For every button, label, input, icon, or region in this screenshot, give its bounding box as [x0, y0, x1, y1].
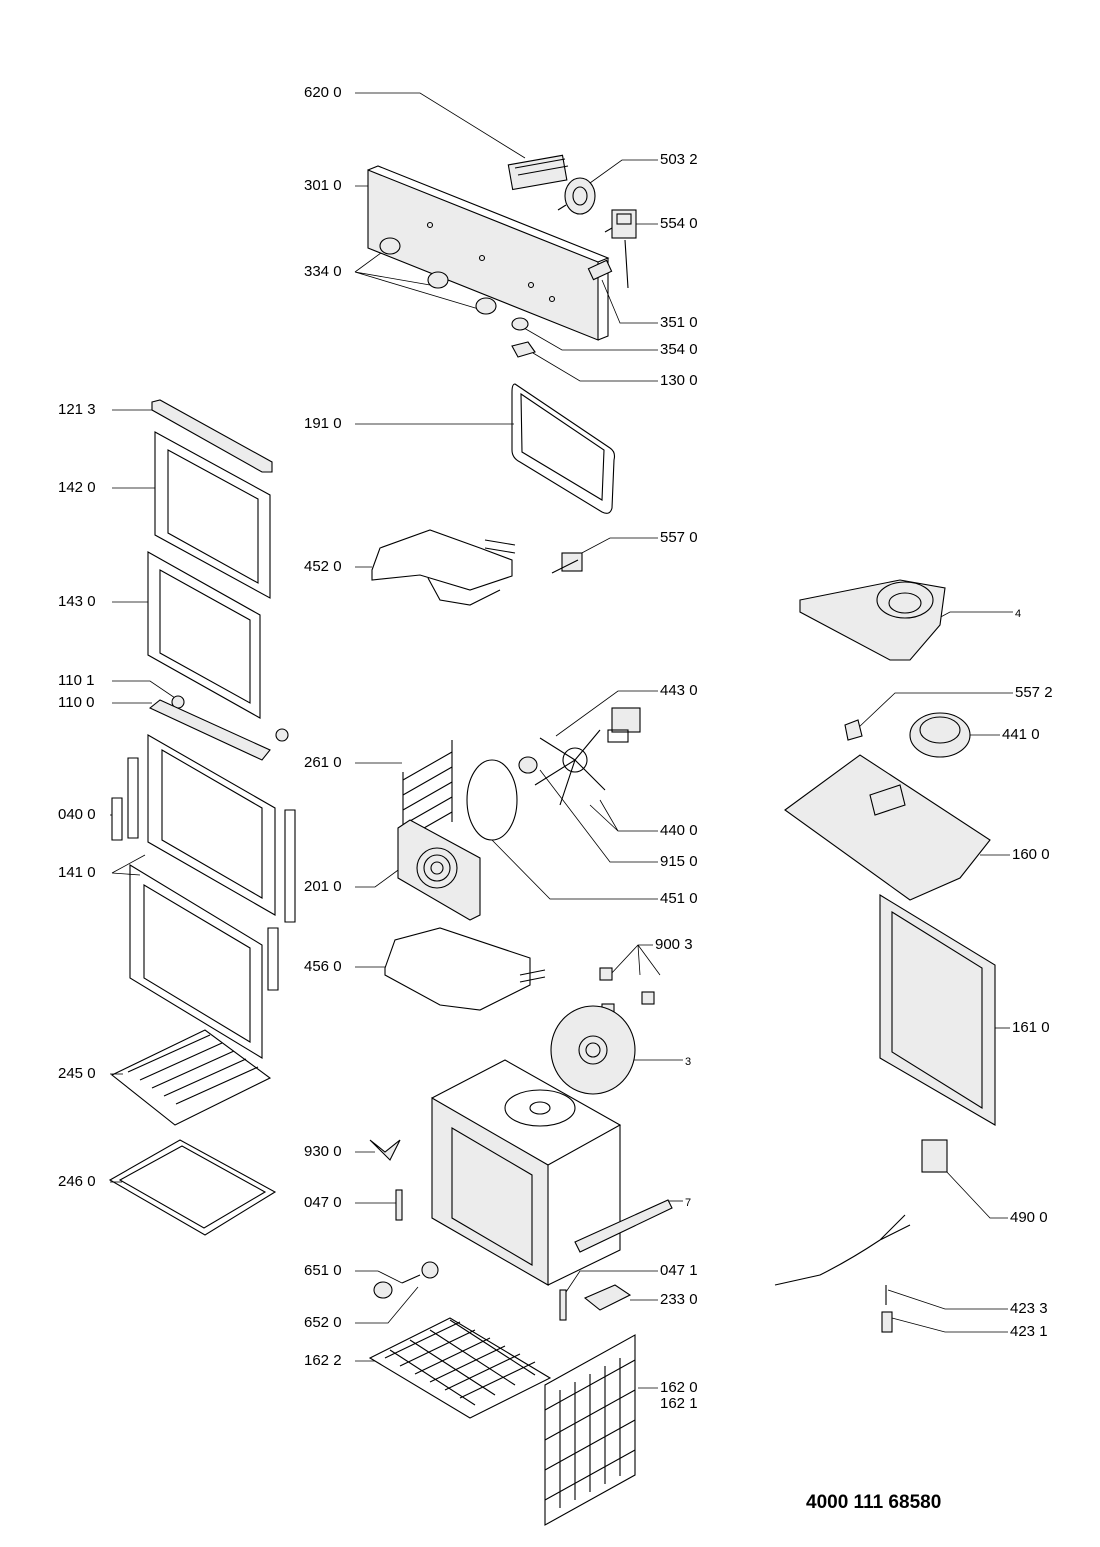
label-443-0: 443 0: [660, 682, 698, 699]
part-047-latch: [395, 1189, 403, 1221]
part-245-wire-shelf: [110, 1029, 272, 1126]
label-423-3: 423 3: [1010, 1300, 1048, 1317]
part-651-652-knob-parts: [373, 1261, 439, 1299]
part-142-inner-glass: [154, 431, 271, 599]
part-490-cable: [774, 1139, 948, 1286]
part-233-door-lock: [583, 1284, 632, 1311]
label-245-0: 245 0: [58, 1065, 96, 1082]
part-121-top-trim: [151, 399, 273, 473]
label-651-0: 651 0: [304, 1262, 342, 1279]
label-557-0: 557 0: [660, 529, 698, 546]
part-354-button: [511, 317, 529, 331]
label-930-0: 930 0: [304, 1143, 342, 1160]
label-351-0: 351 0: [660, 314, 698, 331]
label-143-0: 143 0: [58, 593, 96, 610]
label-456-0: 456 0: [304, 958, 342, 975]
part-503-motor: [557, 177, 596, 215]
part-301-control-panel: [367, 165, 610, 341]
part-4-fan-cover: [799, 579, 946, 661]
label-334-0: 334 0: [304, 263, 342, 280]
label-040-0: 040 0: [58, 806, 96, 823]
part-441-cooling-fan: [909, 712, 971, 758]
leader-lines: [110, 92, 1013, 1389]
part-161-rear-panel: [879, 894, 996, 1126]
label-503-2: 503 2: [660, 151, 698, 168]
label-354-0: 354 0: [660, 341, 698, 358]
label-440-0: 440 0: [660, 822, 698, 839]
label-160-0: 160 0: [1012, 846, 1050, 863]
part-557-2-lamp-socket: [844, 719, 863, 741]
part-452-grill-element: [371, 529, 516, 606]
label-554-0: 554 0: [660, 215, 698, 232]
part-162-2-rack: [368, 1317, 552, 1419]
label-557-2: 557 2: [1015, 684, 1053, 701]
part-162-side-grid: [544, 1334, 636, 1526]
part-201-fan-cover: [397, 819, 481, 921]
label-047-0: 047 0: [304, 1194, 342, 1211]
part-451-ring-element: [466, 759, 518, 841]
label-620-0: 620 0: [304, 84, 342, 101]
label-162-1: 162 1: [660, 1395, 698, 1412]
label-110-1: 110 1: [58, 672, 95, 689]
label-162-2: 162 2: [304, 1352, 342, 1369]
label-4: 4: [1015, 608, 1022, 620]
label-3: 3: [685, 1056, 692, 1068]
part-351-switch: [587, 259, 613, 281]
label-452-0: 452 0: [304, 558, 342, 575]
label-423-1: 423 1: [1010, 1323, 1048, 1340]
label-191-0: 191 0: [304, 415, 342, 432]
part-441-440-fan-blade: [518, 729, 606, 806]
part-130-bracket: [511, 341, 536, 358]
label-915-0: 915 0: [660, 853, 698, 870]
label-246-0: 246 0: [58, 1173, 96, 1190]
label-201-0: 201 0: [304, 878, 342, 895]
label-301-0: 301 0: [304, 177, 342, 194]
part-047-1-latch: [559, 1289, 567, 1321]
label-490-0: 490 0: [1010, 1209, 1048, 1226]
part-443-fan-motor: [607, 707, 641, 743]
label-441-0: 441 0: [1002, 726, 1040, 743]
label-110-0: 110 0: [58, 694, 95, 711]
label-121-3: 121 3: [58, 401, 96, 418]
part-334-knobs: [379, 237, 497, 315]
label-451-0: 451 0: [660, 890, 698, 907]
label-162-0: 162 0: [660, 1379, 698, 1396]
part-557-lamp-holder: [551, 552, 583, 574]
part-110-handle: [148, 695, 289, 761]
part-246-tray: [108, 1139, 277, 1236]
part-141-outer-door: [129, 734, 296, 1059]
part-930-hinge-clip: [369, 1139, 401, 1161]
part-143-middle-glass: [147, 551, 261, 719]
label-233-0: 233 0: [660, 1291, 698, 1308]
part-3-fan-plate: [550, 1005, 636, 1095]
label-161-0: 161 0: [1012, 1019, 1050, 1036]
label-900-3: 900 3: [655, 936, 693, 953]
label-261-0: 261 0: [304, 754, 342, 771]
part-191-gasket: [511, 383, 616, 514]
part-040-hinge: [111, 757, 139, 841]
part-7-rail: [574, 1199, 673, 1253]
part-620-terminal-block: [507, 154, 569, 191]
label-7: 7: [685, 1197, 692, 1209]
label-652-0: 652 0: [304, 1314, 342, 1331]
document-number: 4000 111 68580: [806, 1492, 942, 1513]
label-141-0: 141 0: [58, 864, 96, 881]
label-047-1: 047 1: [660, 1262, 698, 1279]
label-130-0: 130 0: [660, 372, 698, 389]
label-142-0: 142 0: [58, 479, 96, 496]
part-423-microswitch: [881, 1285, 893, 1333]
part-456-lower-element: [384, 927, 546, 1011]
part-oven-cavity: [431, 1059, 622, 1286]
part-554-thermostat: [604, 209, 637, 289]
part-160-cabinet-top: [784, 754, 991, 901]
